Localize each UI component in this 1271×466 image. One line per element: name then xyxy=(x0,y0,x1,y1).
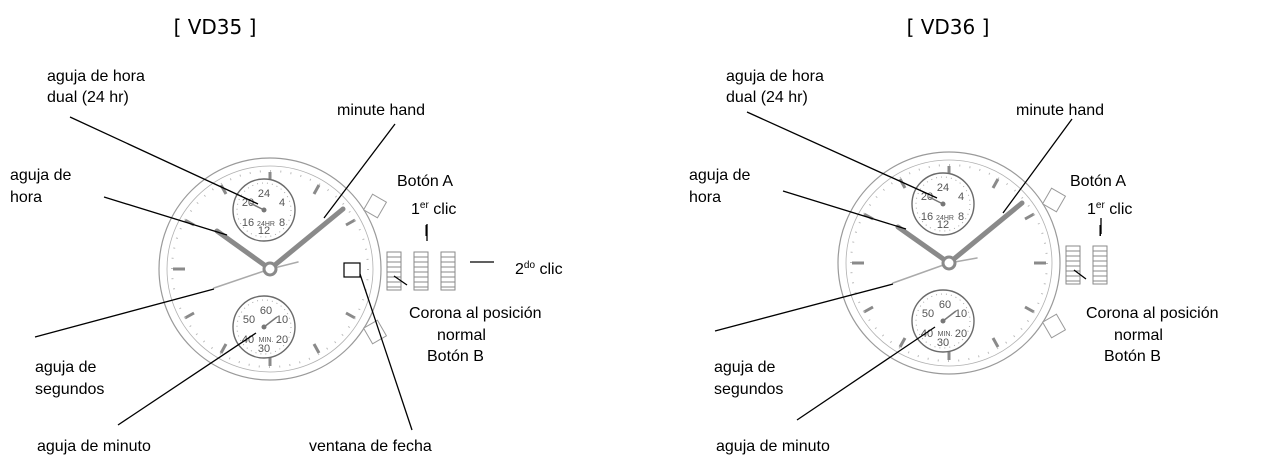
subdial-24-bottom: 12 xyxy=(937,219,949,231)
main-hands xyxy=(213,206,346,289)
subdial-24-label: 24HR xyxy=(936,215,954,222)
crown-second-click xyxy=(440,251,456,291)
subdial-24-right: 4 xyxy=(958,191,964,203)
watch-vd36: [ VD36 ] 24 4 8 12 16 20 2 xyxy=(689,15,1219,455)
label-hour-hand-24-line2: dual (24 hr) xyxy=(726,89,808,106)
subdial-min-top: 60 xyxy=(939,299,951,311)
label-first-click-mark: I xyxy=(1098,223,1102,240)
subdial-24-lower-right: 8 xyxy=(958,211,964,223)
crown-positions xyxy=(386,251,456,291)
title-vd36: [ VD36 ] xyxy=(907,15,990,39)
subdial-24-left: 16 xyxy=(921,211,933,223)
crown-normal xyxy=(386,251,402,291)
subdial-24-top: 24 xyxy=(258,188,270,200)
label-seconds-hand-line2: segundos xyxy=(714,381,783,398)
subdial-24hr: 24 4 8 12 16 20 24HR xyxy=(232,178,296,242)
label-seconds-hand: aguja de xyxy=(714,359,775,376)
label-seconds-hand-line2: segundos xyxy=(35,381,104,398)
second-hand xyxy=(213,268,271,289)
main-hands xyxy=(892,200,1025,284)
hour-hand xyxy=(214,228,273,272)
label-minute-counter: aguja de minuto xyxy=(37,438,151,455)
title-vd35: [ VD35 ] xyxy=(174,15,257,39)
watch-case xyxy=(158,157,382,381)
subdial-min-label: MIN. xyxy=(259,337,274,344)
label-second-click: 2do clic xyxy=(515,260,563,278)
label-hour-hand-24-line2: dual (24 hr) xyxy=(47,89,129,106)
subdial-min-left: 50 xyxy=(922,308,934,320)
subdial-24-right: 4 xyxy=(279,197,285,209)
label-crown-line2: normal xyxy=(437,327,486,344)
subdial-min-lower-right: 20 xyxy=(955,328,967,340)
label-crown: Corona al posición xyxy=(409,305,542,322)
watch-bezel-inner xyxy=(845,159,1053,367)
button-a-shape xyxy=(362,193,388,219)
watch-bezel-inner xyxy=(166,165,374,373)
subdial-min-left: 50 xyxy=(243,314,255,326)
subdial-min-lower-right: 20 xyxy=(276,334,288,346)
label-button-b: Botón B xyxy=(1104,348,1161,365)
subdial-min-top: 60 xyxy=(260,305,272,317)
label-crown: Corona al posición xyxy=(1086,305,1219,322)
label-hour-hand-line2: hora xyxy=(10,189,42,206)
subdial-min-bottom: 30 xyxy=(937,337,949,349)
button-b-shape xyxy=(1041,313,1067,339)
subdial-24-top: 24 xyxy=(937,182,949,194)
label-first-click: 1er clic xyxy=(411,200,456,218)
label-hour-hand-line2: hora xyxy=(689,189,721,206)
subdial-24hr: 24 4 8 12 16 20 24HR xyxy=(911,172,975,236)
date-window xyxy=(343,262,361,278)
label-hour-hand: aguja de xyxy=(10,167,71,184)
subdial-24-left: 16 xyxy=(242,217,254,229)
crown-first-click xyxy=(413,251,429,291)
label-hour-hand-24: aguja de hora xyxy=(726,68,824,85)
second-hand xyxy=(892,262,950,284)
minute-hand xyxy=(946,200,1025,266)
crown-first-click xyxy=(1092,245,1108,285)
crown-normal xyxy=(1065,245,1081,285)
label-seconds-hand: aguja de xyxy=(35,359,96,376)
minute-track xyxy=(850,164,1048,362)
label-button-a: Botón A xyxy=(1070,173,1126,190)
subdial-24-label: 24HR xyxy=(257,221,275,228)
leader-lines xyxy=(34,116,494,431)
label-hour-hand: aguja de xyxy=(689,167,750,184)
label-button-a: Botón A xyxy=(397,173,453,190)
leader-lines xyxy=(714,111,1102,421)
minute-hand xyxy=(267,206,346,272)
subdial-min-bottom: 30 xyxy=(258,343,270,355)
crown-positions xyxy=(1065,245,1108,285)
label-hour-hand-24: aguja de hora xyxy=(47,68,145,85)
subdial-24-lower-right: 8 xyxy=(279,217,285,229)
button-a-shape xyxy=(1041,187,1067,213)
label-minute-counter: aguja de minuto xyxy=(716,438,830,455)
label-first-click: 1er clic xyxy=(1087,200,1132,218)
hour-hand xyxy=(895,224,952,266)
label-crown-line2: normal xyxy=(1114,327,1163,344)
label-button-b: Botón B xyxy=(427,348,484,365)
minute-track xyxy=(171,170,369,368)
subdial-minute: 60 10 20 30 40 50 MIN. xyxy=(911,289,975,353)
label-minute-hand: minute hand xyxy=(1016,102,1104,119)
label-date-window: ventana de fecha xyxy=(309,438,432,455)
subdial-24-bottom: 12 xyxy=(258,225,270,237)
subdial-min-label: MIN. xyxy=(938,331,953,338)
label-minute-hand: minute hand xyxy=(337,102,425,119)
subdial-min-right: 10 xyxy=(276,314,288,326)
watch-vd35: [ VD35 ] 24 4 8 12 16 xyxy=(10,15,563,455)
label-first-click-mark: I xyxy=(424,223,428,240)
subdial-24-upper-left: 20 xyxy=(921,191,933,203)
subdial-minute: 60 10 20 30 40 50 MIN. xyxy=(232,295,296,359)
watch-case xyxy=(837,151,1061,375)
subdial-min-right: 10 xyxy=(955,308,967,320)
subdial-24-upper-left: 20 xyxy=(242,197,254,209)
